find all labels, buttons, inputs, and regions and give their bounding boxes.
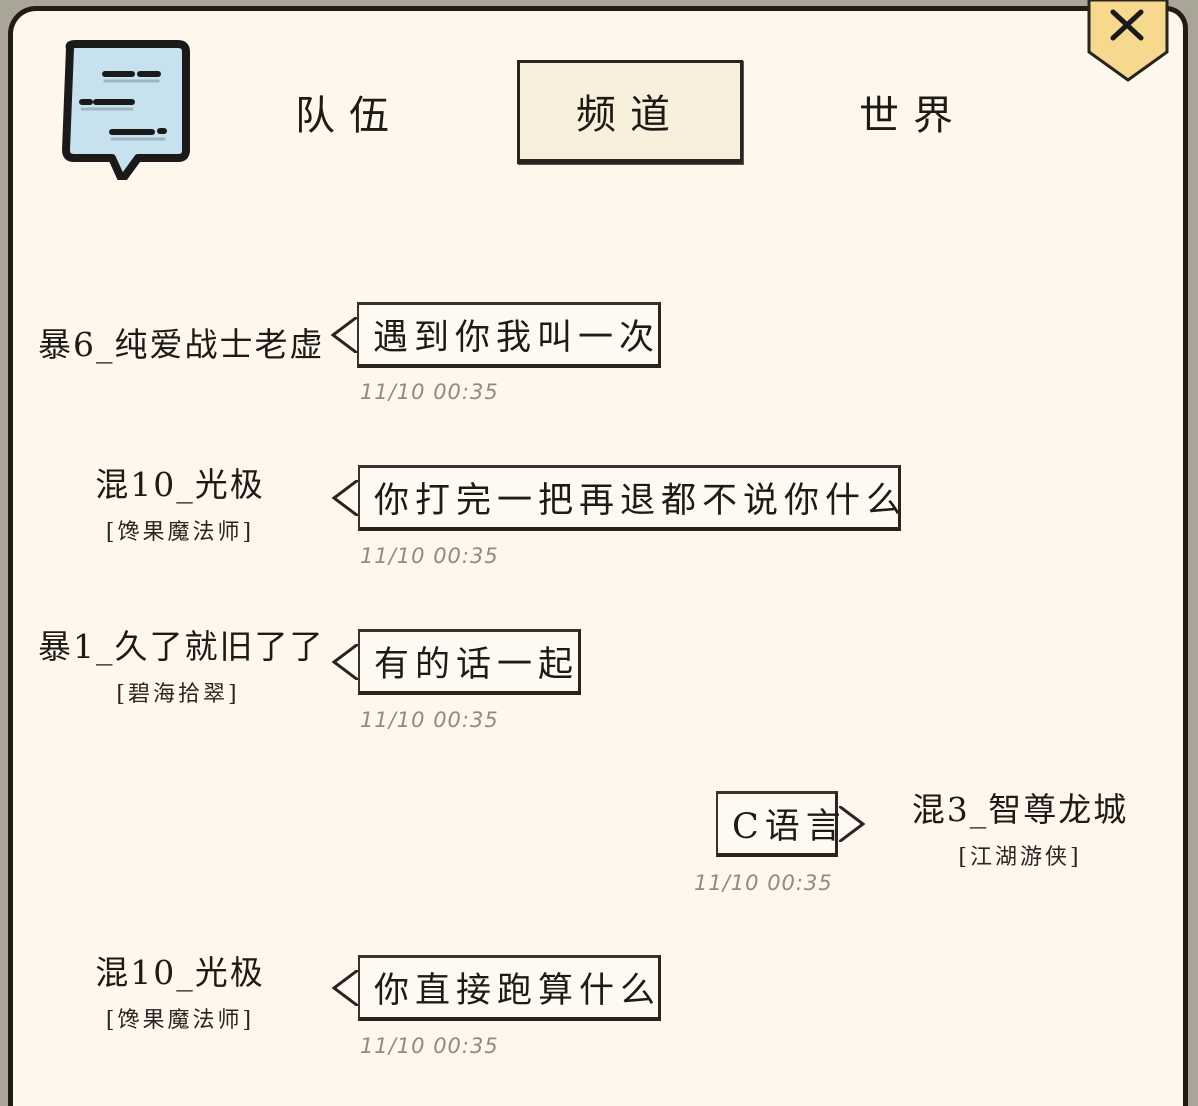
message-sender[interactable]: 暴6_纯爱战士老虚 xyxy=(38,318,325,366)
sender-title: [碧海拾翠] xyxy=(116,682,240,707)
bubble-tail-right-icon xyxy=(839,806,865,842)
chat-bubble-icon xyxy=(62,40,190,180)
message-sender[interactable]: 混10_光极 [馋果魔法师] xyxy=(70,458,290,546)
message-sender[interactable]: 混3_智尊龙城 [江湖游侠] xyxy=(900,783,1140,871)
message-bubble: 你打完一把再退都不说你什么 xyxy=(332,465,901,531)
bubble-tail-left-icon xyxy=(332,644,358,680)
tab-world[interactable]: 世界 xyxy=(859,93,967,139)
bubble-tail-left-icon xyxy=(332,970,358,1006)
close-icon[interactable] xyxy=(1087,0,1169,82)
message-bubble: 遇到你我叫一次 xyxy=(331,302,661,368)
sender-title: [江湖游侠] xyxy=(958,845,1082,870)
message-timestamp: 11/10 00:35 xyxy=(694,871,833,895)
message-timestamp: 11/10 00:35 xyxy=(360,380,499,404)
message-sender[interactable]: 混10_光极 [馋果魔法师] xyxy=(70,946,290,1034)
message-text: 你打完一把再退都不说你什么 xyxy=(374,481,908,521)
sender-title: [馋果魔法师] xyxy=(105,520,255,545)
message-timestamp: 11/10 00:35 xyxy=(360,708,499,732)
sender-title: [馋果魔法师] xyxy=(105,1008,255,1033)
tab-team[interactable]: 队伍 xyxy=(295,93,403,139)
message-sender[interactable]: 暴1_久了就旧了了 [碧海拾翠] xyxy=(38,620,325,708)
sender-name[interactable]: 混10_光极 xyxy=(95,465,265,504)
message-text: 你直接跑算什么 xyxy=(374,971,662,1011)
message-text: 遇到你我叫一次 xyxy=(373,318,661,358)
sender-name[interactable]: 混3_智尊龙城 xyxy=(911,790,1129,829)
message-text: 有的话一起 xyxy=(374,645,580,685)
message-bubble: C语言 xyxy=(716,791,865,857)
sender-name[interactable]: 暴6_纯爱战士老虚 xyxy=(38,325,325,364)
message-text: C语言 xyxy=(732,807,847,847)
chat-panel xyxy=(8,6,1188,1106)
message-bubble: 有的话一起 xyxy=(332,629,581,695)
bubble-tail-left-icon xyxy=(332,480,358,516)
sender-name[interactable]: 混10_光极 xyxy=(95,953,265,992)
sender-name[interactable]: 暴1_久了就旧了了 xyxy=(38,627,325,666)
message-timestamp: 11/10 00:35 xyxy=(360,1034,499,1058)
message-timestamp: 11/10 00:35 xyxy=(360,544,499,568)
bubble-tail-left-icon xyxy=(331,317,357,353)
message-bubble: 你直接跑算什么 xyxy=(332,955,662,1021)
tab-channel[interactable]: 频道 xyxy=(517,60,743,164)
